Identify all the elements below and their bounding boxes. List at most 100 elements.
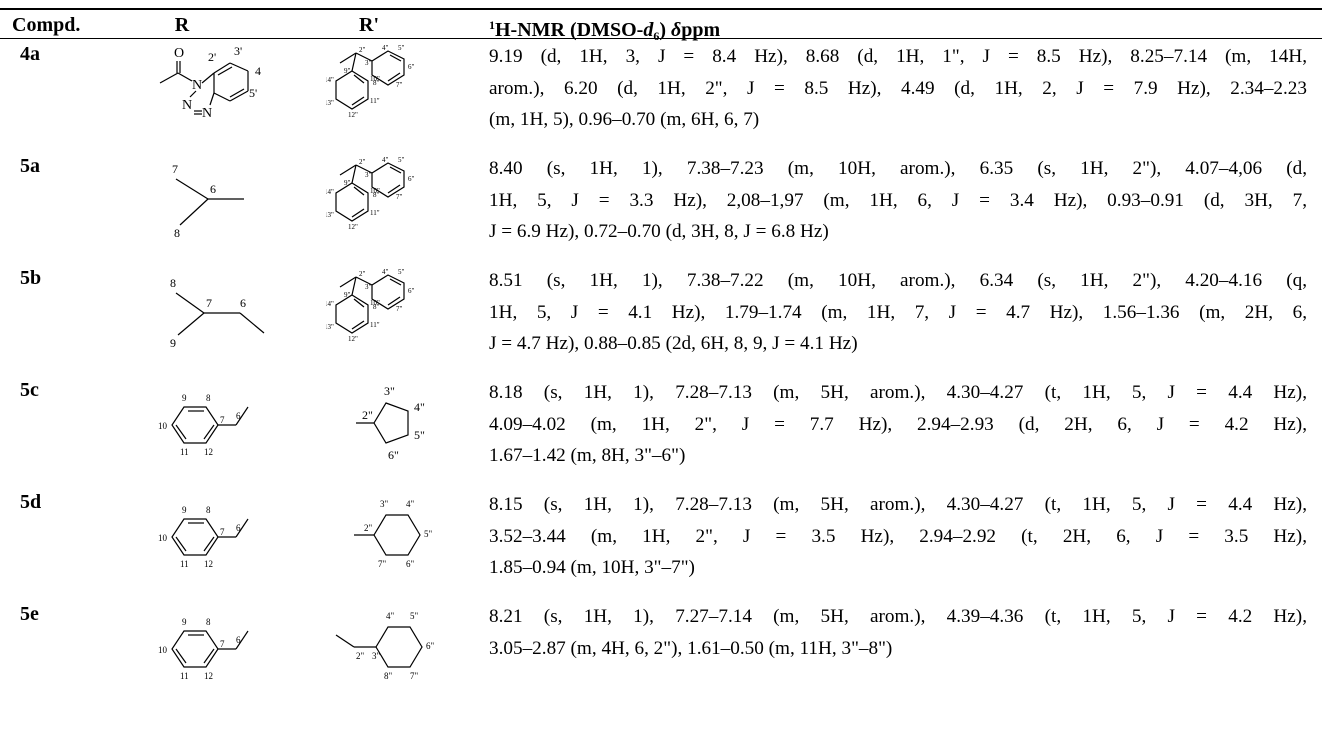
header-nmr-main: H-NMR (DMSO- [495,19,644,41]
header-r: R [174,14,190,36]
position-label: 13" [326,211,334,219]
position-label: 4" [386,611,395,621]
position-label: 8 [206,617,211,627]
position-label: 8" [373,303,380,311]
position-label: 6 [236,635,241,645]
r-prime-structure-cyclohexylethyl: 4" 5" 2" 3" 6" 8" 7" [335,611,435,681]
position-label: 12 [204,447,213,457]
position-label: 8" [373,79,380,87]
nmr-line: 1.67–1.42 (m, 8H, 3"–6") [489,445,686,466]
nmr-line: 8.18 (s, 1H, 1), 7.28–7.13 (m, 5H, arom.… [489,382,1307,403]
position-label: 5' [249,86,257,100]
table-top-rule [0,8,1322,10]
position-label: 4 [255,64,261,78]
table-row: 5a 7 6 8 2" 3" 4" 5" 6" 7" 8" 9" 10" 11"… [0,153,1322,263]
table-header-rule [0,38,1322,40]
position-label: 3" [384,384,395,398]
r-structure-benzyl: 9 8 7 6 10 11 12 [158,505,249,569]
position-label: 3" [372,651,381,661]
position-label: 9" [344,179,351,187]
position-label: 10" [370,299,380,307]
nmr-line: 8.21 (s, 1H, 1), 7.27–7.14 (m, 5H, arom.… [489,606,1307,627]
r-structure-benzyl: 9 8 7 6 10 11 12 [158,393,249,457]
table-row: 4a O N N N 2' 3' 4 5' 2" [0,41,1322,151]
nmr-line: arom.), 6.20 (d, 1H, 2", J = 8.5 Hz), 4.… [489,77,1307,99]
position-label: 2" [359,46,366,54]
position-label: 2' [208,50,216,64]
position-label: 12" [348,111,358,119]
position-label: 11" [370,209,380,217]
nmr-line: J = 4.7 Hz), 0.88–0.85 (2d, 6H, 8, 9, J … [489,333,858,354]
compd-label: 5d [20,491,42,513]
header-compd: Compd. [12,14,81,36]
nmr-line: 3.05–2.87 (m, 4H, 6, 2"), 1.61–0.50 (m, … [489,637,893,659]
position-label: 9 [182,505,187,515]
position-label: 3" [365,59,372,67]
compd-label: 5b [20,267,42,289]
r-structure-isopropyl: 7 6 8 [172,162,244,240]
position-label: 11" [370,321,380,329]
position-label: 8 [174,226,180,240]
position-label: 13" [326,323,334,331]
position-label: 10 [158,421,168,431]
position-label: 5" [398,45,405,52]
position-label: 8" [373,191,380,199]
position-label: 7" [396,81,403,89]
nmr-data: 8.15 (s, 1H, 1), 7.28–7.13 (m, 5H, arom.… [489,489,1307,584]
nmr-line: J = 6.9 Hz), 0.72–0.70 (d, 3H, 8, J = 6.… [489,221,829,242]
position-label: 7 [206,296,212,310]
nmr-data: 8.18 (s, 1H, 1), 7.28–7.13 (m, 5H, arom.… [489,377,1307,472]
position-label: 9" [344,291,351,299]
position-label: 11 [180,671,189,681]
position-label: 7" [396,193,403,201]
position-label: 14" [326,188,334,196]
position-label: 4" [382,45,389,52]
position-label: 6" [408,175,415,183]
r-prime-structure-diphenylmethyl: 2" 3" 4" 5" 6" 7" 8" 9" 10" 11" 12" 13" … [326,269,415,343]
position-label: 12 [204,671,213,681]
position-label: 2" [364,523,373,533]
position-label: 7" [410,671,419,681]
r-prime-structure-diphenylmethyl: 2" 3" 4" 5" 6" 7" 8" 9" 10" 11" 12" 13" … [326,157,415,231]
position-label: 6 [236,411,241,421]
r-prime-structure-diphenylmethyl: 2" 3" 4" 5" 6" 7" 8" 9" 10" 11" 12" 13" … [326,45,415,119]
header-nmr-close: ) [659,19,666,41]
table-row: 5e 9 8 7 6 10 11 12 4" 5" 2" 3" 6" 8" 7"… [0,601,1322,734]
header-r-prime: R' [359,14,379,36]
nmr-line: 9.19 (d, 1H, 3, J = 8.4 Hz), 8.68 (d, 1H… [489,46,1307,67]
nmr-line: 8.40 (s, 1H, 1), 7.38–7.23 (m, 10H, arom… [489,158,1307,179]
position-label: 9 [182,617,187,627]
position-label: 12 [204,559,213,569]
r-prime-structure-cyclohexyl: 3" 4" 2" 5" 7" 6" [354,499,433,569]
position-label: 11" [370,97,380,105]
position-label: 3" [380,499,389,509]
position-label: 4" [414,400,425,414]
position-label: 9 [182,393,187,403]
r-structure-benzyl: 9 8 7 6 10 11 12 [158,617,249,681]
position-label: 6 [240,296,246,310]
header-nmr-d: d [643,19,654,41]
position-label: 4" [382,157,389,164]
nmr-data: 8.21 (s, 1H, 1), 7.27–7.14 (m, 5H, arom.… [489,601,1307,664]
position-label: 3" [365,283,372,291]
position-label: 10" [370,75,380,83]
position-label: 11 [180,559,189,569]
nmr-line: (m, 1H, 5), 0.96–0.70 (m, 6H, 6, 7) [489,109,760,130]
position-label: 9" [344,67,351,75]
nmr-line: 1H, 5, J = 4.1 Hz), 1.79–1.74 (m, 1H, 7,… [489,301,1307,323]
position-label: 6" [426,641,435,651]
table-row: 5c 9 8 7 6 10 11 12 3" 4" 2" 5" 6" 8.18 … [0,377,1322,487]
position-label: 7 [172,162,178,176]
r-prime-structure-cyclopentyl: 3" 4" 2" 5" 6" [356,384,425,462]
position-label: 8 [170,276,176,290]
position-label: 7 [220,415,225,425]
nmr-line: 3.52–3.44 (m, 1H, 2", J = 3.5 Hz), 2.94–… [489,525,1307,547]
position-label: 11 [180,447,189,457]
position-label: 10" [370,187,380,195]
atom-label: N [202,106,212,121]
compd-label: 5c [20,379,39,401]
table-row: 5d 9 8 7 6 10 11 12 3" 4" 2" 5" 7" 6" 8.… [0,489,1322,599]
position-label: 5" [414,428,425,442]
compd-label: 4a [20,43,40,65]
nmr-data: 8.51 (s, 1H, 1), 7.38–7.22 (m, 10H, arom… [489,265,1307,360]
